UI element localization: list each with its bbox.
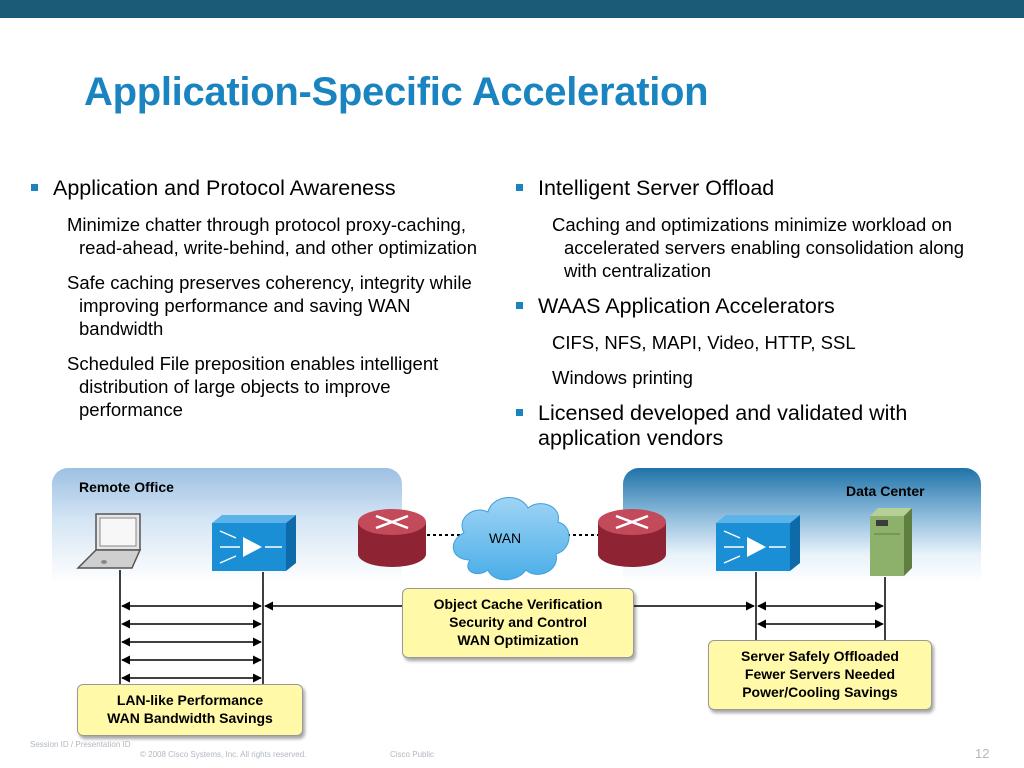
top-bar [0,0,1024,18]
sub-item: Scheduled File preposition enables intel… [67,353,439,420]
datacenter-arrows [757,601,884,629]
wae-accelerator-icon [716,515,800,571]
page-number: 12 [975,746,990,761]
sub-item: Minimize chatter through protocol proxy-… [67,214,477,258]
lan-callout: LAN-like Performance WAN Bandwidth Savin… [77,684,303,736]
callout-line: Power/Cooling Savings [742,684,898,700]
bullet-heading: Licensed developed and validated with ap… [512,401,1008,451]
callout-line: Security and Control [449,614,587,630]
right-column: Intelligent Server Offload Caching and o… [512,176,1012,451]
laptop-icon [76,513,142,569]
footer-session-id: Session ID / Presentation ID [30,740,131,749]
bullet-square-icon [31,184,38,191]
bullet-square-icon [516,184,523,191]
sub-item: Caching and optimizations minimize workl… [552,214,965,281]
bullet-heading: WAAS Application Accelerators [512,294,1012,319]
left-column: Application and Protocol Awareness Minim… [27,176,497,421]
footer-classification: Cisco Public [390,750,435,759]
callout-line: WAN Optimization [457,632,579,648]
footer-copyright: © 2008 Cisco Systems, Inc. All rights re… [140,750,307,759]
callout-line: Object Cache Verification [433,596,603,612]
sub-item: CIFS, NFS, MAPI, Video, HTTP, SSL [552,332,856,353]
bullet-heading: Application and Protocol Awareness [27,176,497,201]
server-icon [870,508,912,576]
callout-line: WAN Bandwidth Savings [107,710,273,726]
lan-arrows [121,601,262,683]
data-center-panel [623,468,981,583]
wae-accelerator-icon [212,515,296,571]
callout-line: LAN-like Performance [116,692,264,708]
bullet-heading: Intelligent Server Offload [512,176,1012,201]
remote-office-label: Remote Office [79,479,174,495]
center-callout: Object Cache Verification Security and C… [402,588,634,658]
router-icon [598,509,666,567]
wan-label: WAN [489,530,522,546]
server-callout: Server Safely Offloaded Fewer Servers Ne… [708,640,932,710]
bullet-square-icon [516,302,523,309]
sub-item: Safe caching preserves coherency, integr… [67,272,472,339]
wan-cloud-icon [453,497,570,581]
slide-title: Application-Specific Acceleration [84,70,709,114]
callout-line: Fewer Servers Needed [744,666,896,682]
callout-line: Server Safely Offloaded [741,648,899,664]
sub-item: Windows printing [552,367,693,388]
data-center-label: Data Center [846,483,925,499]
router-icon [358,509,426,567]
bullet-square-icon [516,409,523,416]
